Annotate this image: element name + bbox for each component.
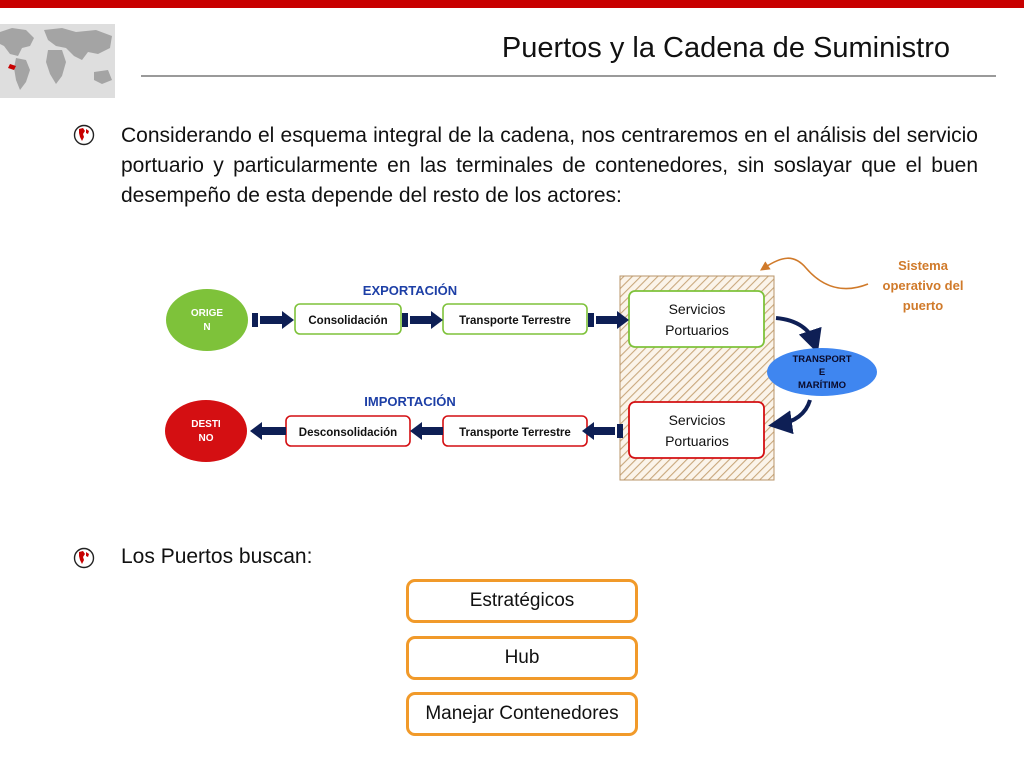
import-arrow-3 — [250, 422, 286, 440]
origin-node — [166, 289, 248, 351]
from-maritime-arrow — [768, 399, 812, 435]
port-services-export-box — [628, 290, 765, 348]
export-label: EXPORTACIÓN — [363, 283, 457, 298]
export-arrow-2 — [402, 311, 443, 329]
globe-icon — [73, 124, 95, 146]
port-services-import-line-1: Servicios — [669, 412, 726, 428]
intro-paragraph: Considerando el esquema integral de la c… — [121, 124, 978, 207]
deconsolidation-label: Desconsolidación — [299, 427, 397, 439]
maritime-node — [767, 348, 877, 396]
maritime-line-1: TRANSPORT — [792, 354, 851, 365]
consolidation-box — [294, 303, 402, 335]
goal-box-containers: Manejar Contenedores — [406, 692, 638, 736]
origin-line-2: N — [203, 322, 210, 333]
maritime-line-2: E — [819, 367, 825, 378]
import-arrow-1 — [582, 422, 623, 440]
import-label: IMPORTACIÓN — [364, 394, 455, 409]
port-system-line-1: Sistema — [898, 258, 949, 273]
port-services-import-box — [628, 401, 765, 459]
origin-line-1: ORIGE — [191, 308, 224, 319]
to-maritime-arrow — [775, 316, 822, 354]
world-map-image — [0, 24, 115, 98]
maritime-line-3: MARÍTIMO — [798, 380, 846, 391]
export-arrow-1 — [252, 311, 294, 329]
port-services-import-line-2: Portuarios — [665, 433, 729, 449]
goal-box-strategic: Estratégicos — [406, 579, 638, 623]
globe-icon — [73, 547, 95, 569]
export-arrow-3 — [588, 311, 629, 329]
consolidation-label: Consolidación — [308, 315, 387, 327]
destination-line-2: NO — [199, 433, 214, 444]
port-system-line-2: operativo del — [883, 278, 964, 293]
goal-box-hub: Hub — [406, 636, 638, 680]
title-divider — [141, 75, 996, 77]
import-arrow-2 — [410, 422, 443, 440]
port-services-export-line-2: Portuarios — [665, 322, 729, 338]
land-transport-export-box — [442, 303, 588, 335]
land-transport-export-label: Transporte Terrestre — [459, 315, 571, 327]
destination-line-1: DESTI — [191, 419, 221, 430]
land-transport-import-label: Transporte Terrestre — [459, 427, 571, 439]
destination-node — [165, 400, 247, 462]
port-system-line-3: puerto — [903, 298, 944, 313]
top-accent-bar — [0, 0, 1024, 8]
port-services-export-line-1: Servicios — [669, 301, 726, 317]
goals-heading: Los Puertos buscan: — [121, 545, 313, 568]
slide-title: Puertos y la Cadena de Suministro — [501, 32, 950, 64]
callout-arrow — [760, 257, 869, 290]
